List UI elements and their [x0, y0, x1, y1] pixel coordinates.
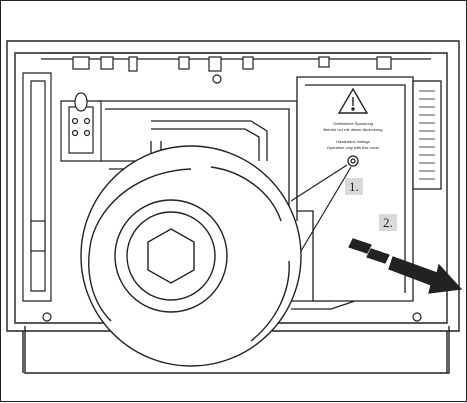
callout-step-1: 1.: [345, 178, 363, 195]
warning-line-3: Hazardous Voltage: [336, 139, 371, 144]
warning-triangle-icon: [337, 87, 369, 114]
removal-arrow: [348, 238, 463, 294]
fan-detail: [80, 145, 302, 367]
warning-line-2: Betrieb nur mit dieser Abdeckung: [324, 127, 383, 132]
warning-text: Gefährliche Spannung Betrieb nur mit die…: [324, 121, 383, 150]
callout-step-2: 2.: [379, 214, 397, 231]
detail-leader: [290, 164, 352, 252]
warning-line-4: Operation only with this cover: [327, 145, 380, 150]
base-bolts: [30, 220, 422, 322]
cover-screw: [347, 155, 359, 167]
top-rail: [41, 52, 431, 84]
warning-line-1: Gefährliche Spannung: [333, 121, 373, 126]
